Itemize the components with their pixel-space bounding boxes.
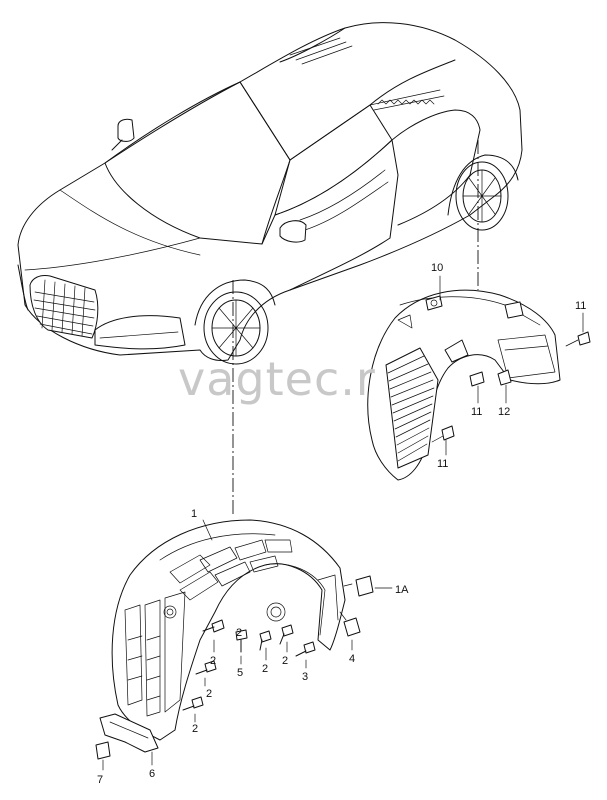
callout-3: 3	[302, 671, 308, 683]
callout-2: 2	[262, 663, 268, 675]
screw-5	[235, 629, 248, 653]
callout-7: 7	[97, 774, 103, 786]
callout-6: 6	[149, 768, 155, 780]
callout-11: 11	[471, 406, 482, 418]
watermark: vagtec.r	[178, 352, 376, 406]
screw-2b	[259, 630, 272, 651]
callout-4: 4	[349, 653, 355, 665]
callout-2: 2	[236, 627, 242, 639]
callout-5: 5	[237, 667, 243, 679]
assembly-leaders	[232, 140, 479, 515]
front-wheel-housing-liner	[95, 519, 393, 771]
callout-11: 11	[437, 458, 448, 470]
callout-11: 11	[575, 300, 586, 312]
screw-2d	[195, 660, 217, 675]
screw-2e	[182, 696, 204, 711]
callout-1a: 1A	[395, 584, 409, 596]
callout-10: 10	[431, 262, 443, 274]
callout-2: 2	[192, 723, 198, 735]
callout-2: 2	[210, 655, 216, 667]
callout-labels: 1 1A 2 2 2 2 2 2 3 4 5 6 7 10 11 11 11 1…	[97, 262, 586, 786]
callout-2: 2	[206, 688, 212, 700]
car-illustration	[17, 22, 523, 365]
screw-3	[295, 641, 316, 657]
screw-2c	[279, 624, 294, 645]
screw-2a	[202, 619, 225, 633]
rear-wheel-housing-liner	[367, 275, 591, 481]
callout-2: 2	[282, 655, 288, 667]
callout-12: 12	[498, 406, 510, 418]
callout-1: 1	[191, 508, 197, 520]
